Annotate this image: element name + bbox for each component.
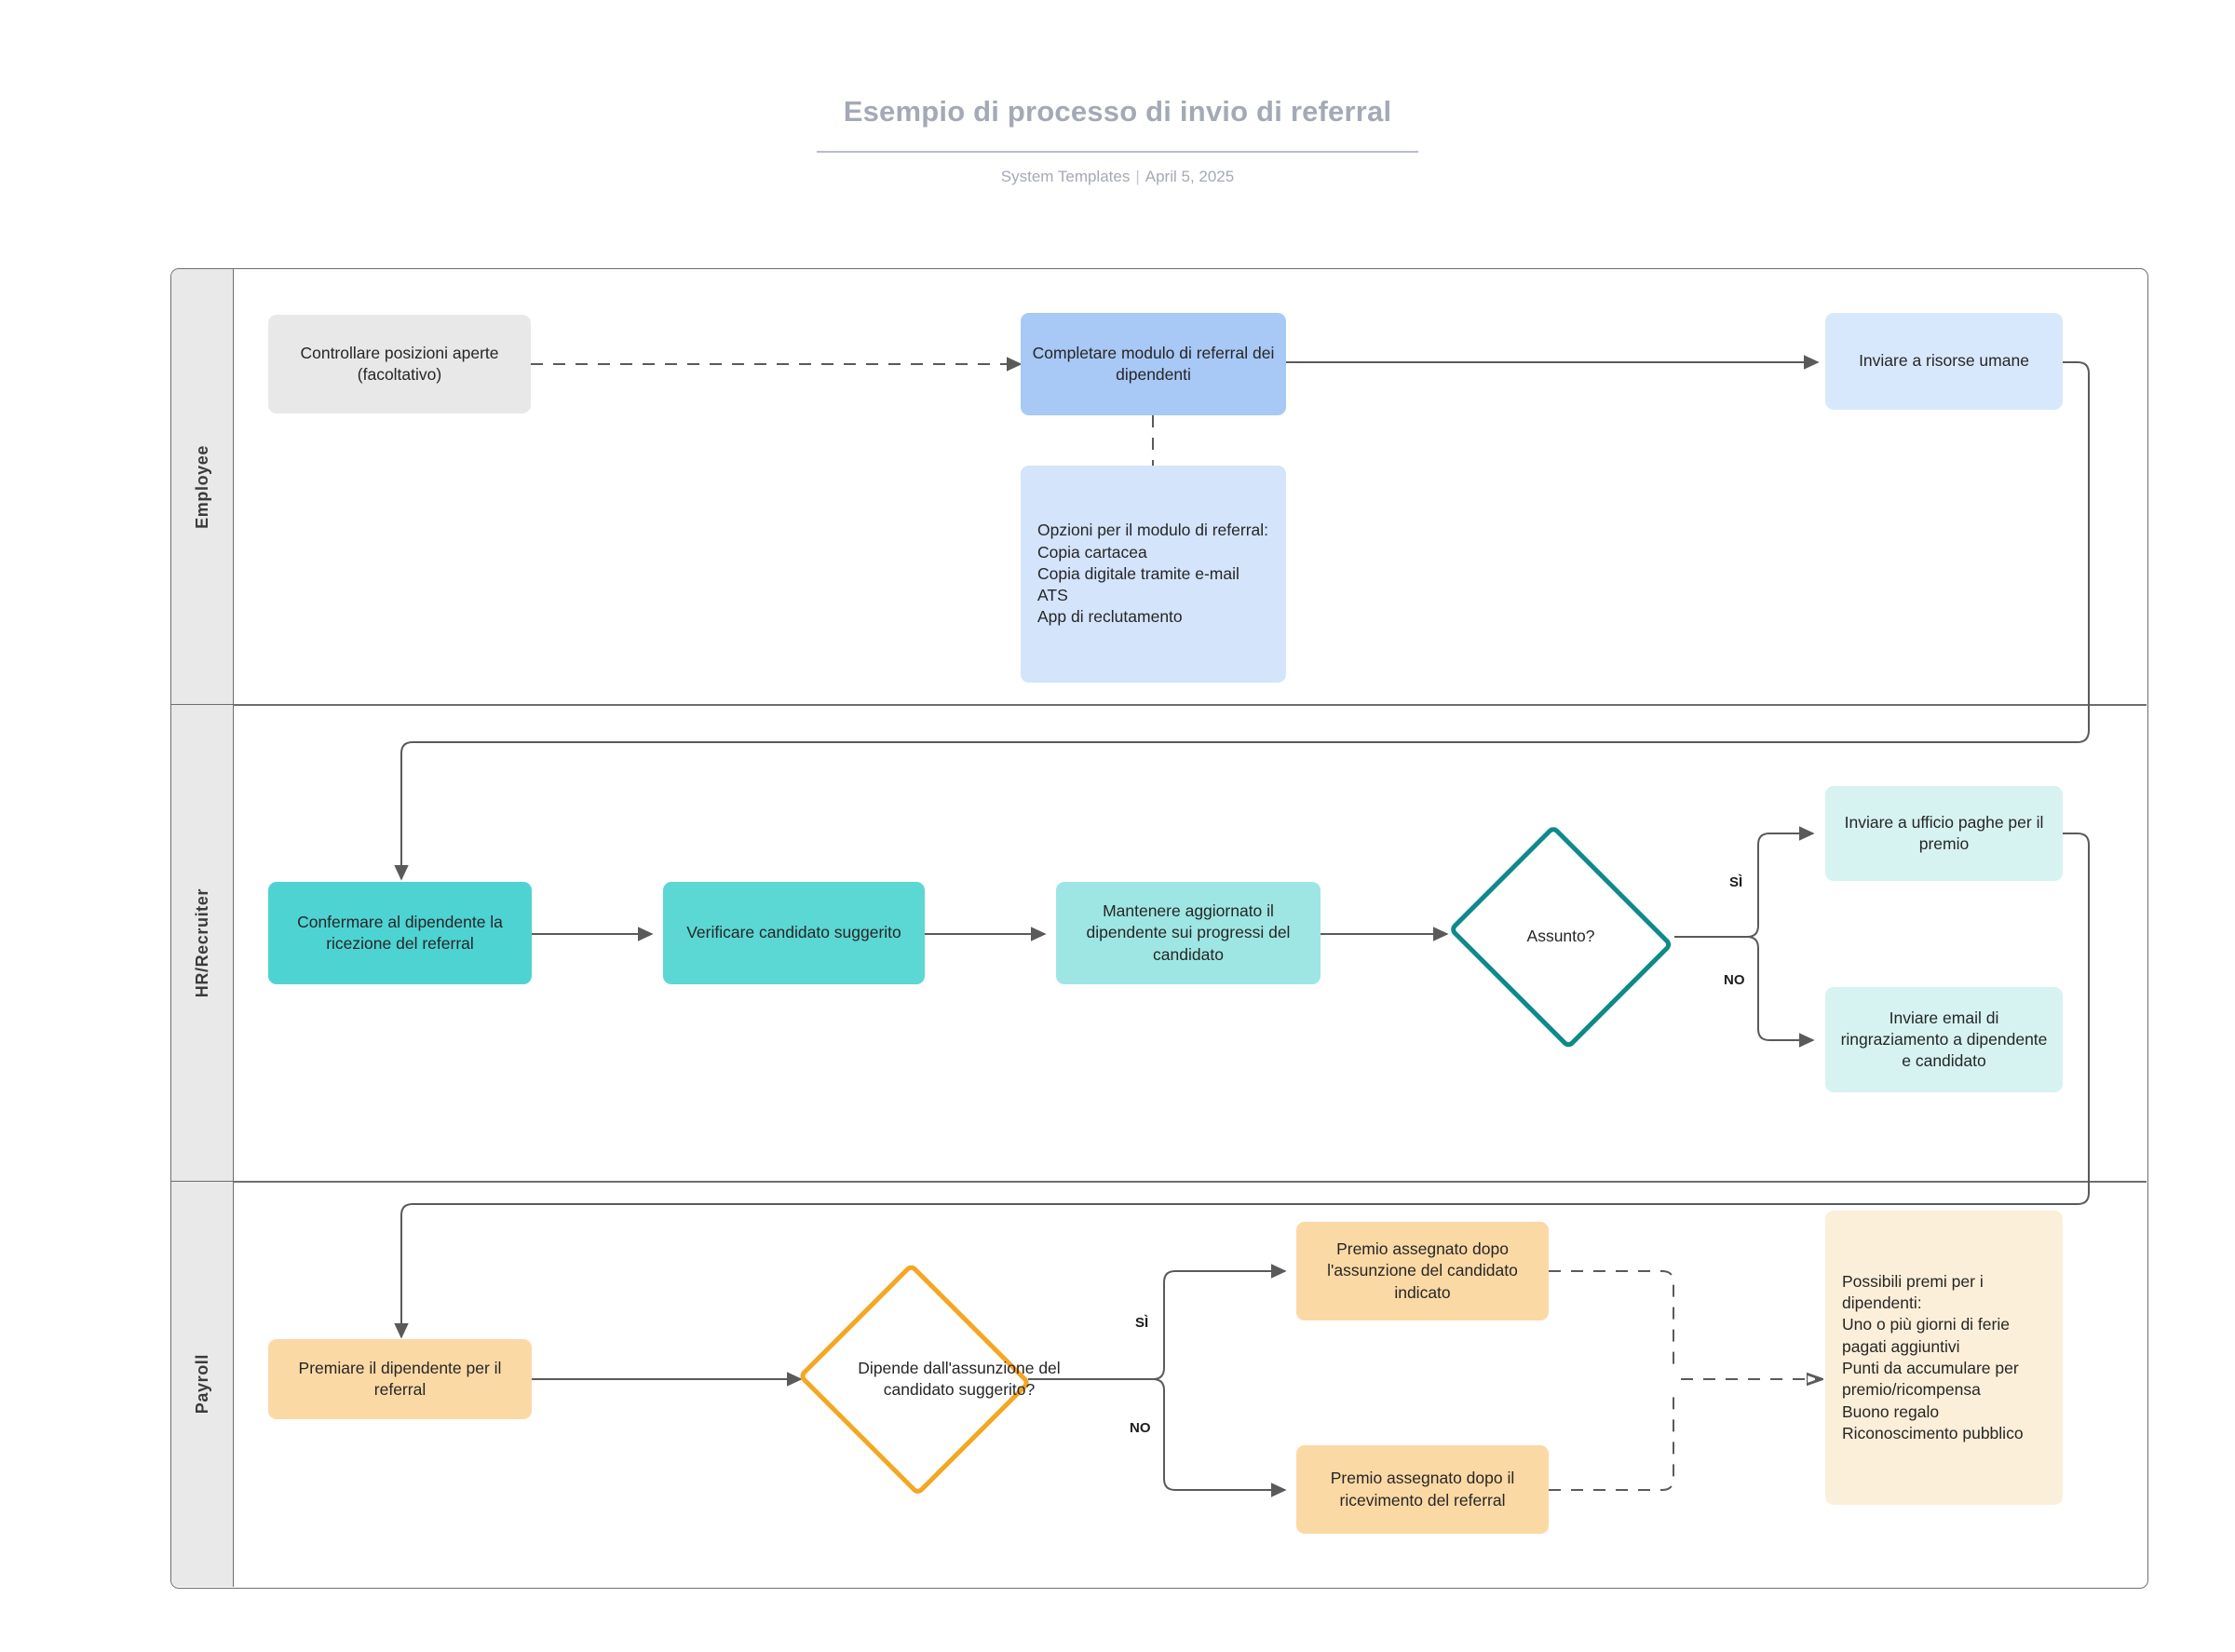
lane-employee: Employee xyxy=(171,269,2147,704)
note-form-options[interactable]: Opzioni per il modulo di referral: Copia… xyxy=(1021,466,1286,683)
page-title: Esempio di processo di invio di referral xyxy=(843,95,1392,128)
decision-depends[interactable]: Dipende dall'assunzione del candidato su… xyxy=(797,1262,1061,1496)
edge-label-hired-yes: SÌ xyxy=(1729,874,1743,890)
lane-payroll: Payroll xyxy=(171,1182,2147,1587)
lane-header-payroll: Payroll xyxy=(171,1182,234,1587)
lane-header-hr: HR/Recruiter xyxy=(171,705,234,1181)
diagram-header: Esempio di processo di invio di referral… xyxy=(0,0,2235,186)
lane-hr: HR/Recruiter xyxy=(171,705,2147,1181)
title-underline xyxy=(817,151,1418,153)
subtitle: System Templates| April 5, 2025 xyxy=(820,168,1416,186)
node-verify-candidate-label: Verificare candidato suggerito xyxy=(686,923,901,942)
subtitle-separator: | xyxy=(1135,168,1140,185)
node-confirm-receipt[interactable]: Confermare al dipendente la ricezione de… xyxy=(268,882,532,984)
node-complete-form-label: Completare modulo di referral dei dipend… xyxy=(1032,343,1275,384)
node-award-after-hire[interactable]: Premio assegnato dopo l'assunzione del c… xyxy=(1296,1222,1549,1320)
node-verify-candidate[interactable]: Verificare candidato suggerito xyxy=(663,882,925,984)
node-keep-updated[interactable]: Mantenere aggiornato il dipendente sui p… xyxy=(1056,882,1321,984)
edge-label-depends-no: NO xyxy=(1130,1420,1151,1436)
lane-label-payroll: Payroll xyxy=(192,1354,211,1415)
node-award-after-referral[interactable]: Premio assegnato dopo il ricevimento del… xyxy=(1296,1445,1549,1534)
lane-label-employee: Employee xyxy=(192,444,211,529)
edge-label-depends-yes: SÌ xyxy=(1135,1315,1149,1331)
note-form-options-label: Opzioni per il modulo di referral: Copia… xyxy=(1037,521,1269,627)
note-possible-rewards[interactable]: Possibili premi per i dipendenti: Uno o … xyxy=(1825,1211,2063,1505)
node-award-after-hire-label: Premio assegnato dopo l'assunzione del c… xyxy=(1327,1239,1518,1302)
node-award-after-referral-label: Premio assegnato dopo il ricevimento del… xyxy=(1330,1469,1515,1510)
node-send-payroll-label: Inviare a ufficio paghe per il premio xyxy=(1844,812,2044,853)
lane-label-hr: HR/Recruiter xyxy=(192,887,211,998)
node-check-positions-label: Controllare posizioni aperte (facoltativ… xyxy=(300,343,499,384)
node-confirm-receipt-label: Confermare al dipendente la ricezione de… xyxy=(297,912,503,953)
node-complete-form[interactable]: Completare modulo di referral dei dipend… xyxy=(1021,313,1286,415)
node-send-thanks[interactable]: Inviare email di ringraziamento a dipend… xyxy=(1825,987,2063,1092)
node-reward-employee[interactable]: Premiare il dipendente per il referral xyxy=(268,1339,532,1419)
decision-depends-label: Dipende dall'assunzione del candidato su… xyxy=(858,1358,1061,1399)
node-send-thanks-label: Inviare email di ringraziamento a dipend… xyxy=(1840,1008,2048,1071)
date-label: April 5, 2025 xyxy=(1145,168,1235,185)
node-reward-employee-label: Premiare il dipendente per il referral xyxy=(298,1358,502,1399)
decision-hired-label: Assunto? xyxy=(1526,927,1595,946)
decision-hired[interactable]: Assunto? xyxy=(1447,823,1674,1050)
node-send-to-hr[interactable]: Inviare a risorse umane xyxy=(1825,313,2063,410)
note-possible-rewards-label: Possibili premi per i dipendenti: Uno o … xyxy=(1842,1271,2024,1442)
node-keep-updated-label: Mantenere aggiornato il dipendente sui p… xyxy=(1086,901,1291,964)
edge-label-hired-no: NO xyxy=(1724,972,1745,988)
node-send-to-hr-label: Inviare a risorse umane xyxy=(1859,351,2029,371)
node-send-payroll[interactable]: Inviare a ufficio paghe per il premio xyxy=(1825,786,2063,881)
lane-header-employee: Employee xyxy=(171,269,234,704)
node-check-positions[interactable]: Controllare posizioni aperte (facoltativ… xyxy=(268,315,531,413)
author-label: System Templates xyxy=(1000,168,1131,185)
